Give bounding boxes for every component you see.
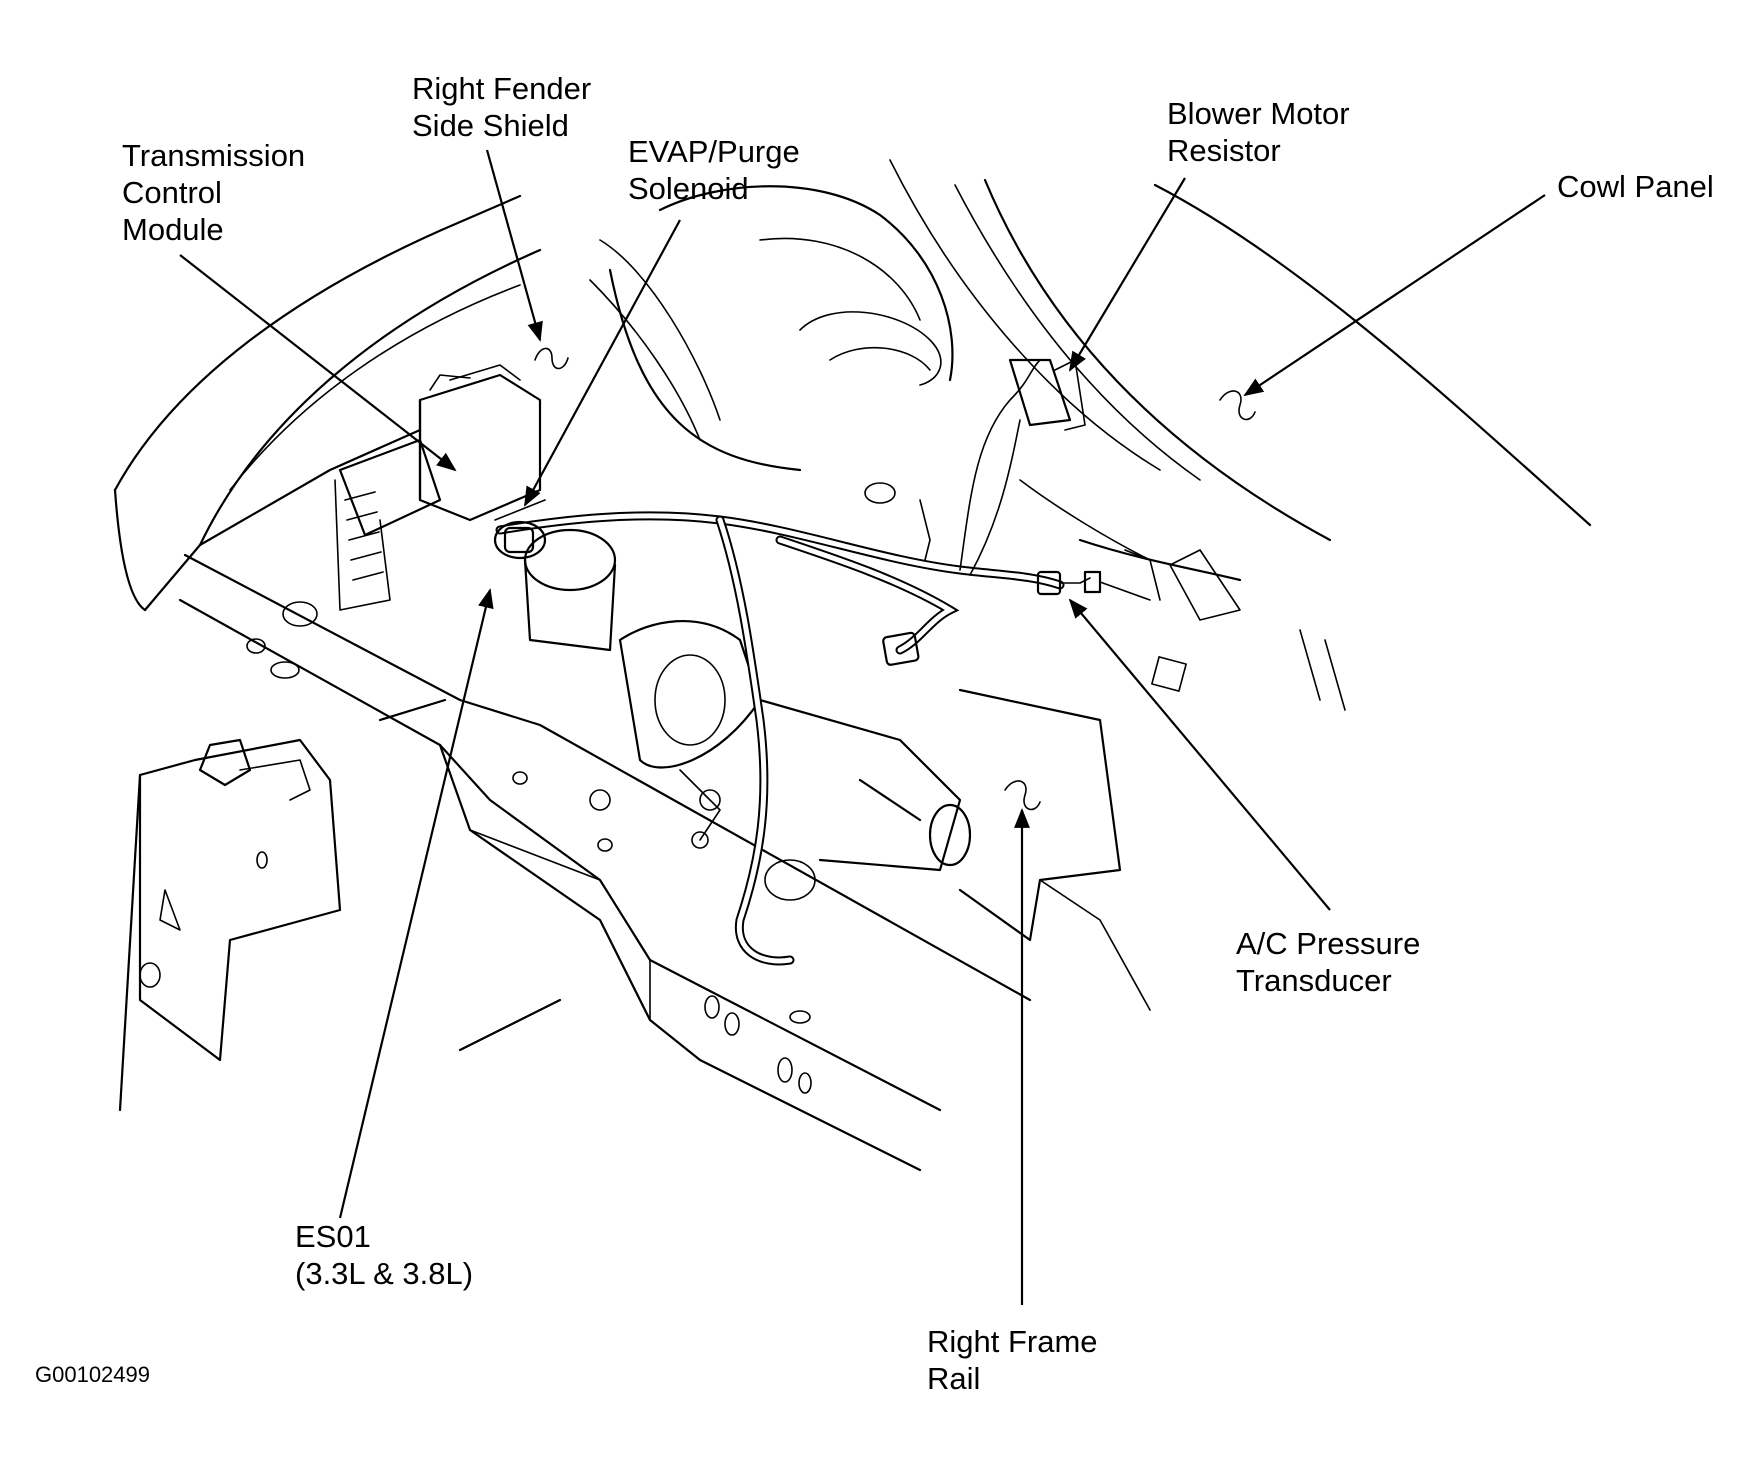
leader-blower-motor-resistor — [1068, 177, 1186, 372]
leader-ac-pressure-transducer — [1068, 598, 1331, 911]
strut-tower — [658, 185, 954, 504]
label-transmission-control-module: Transmission Control Module — [122, 137, 305, 248]
wiring-harness — [495, 358, 1161, 966]
label-right-frame-rail: Right Frame Rail — [927, 1323, 1098, 1397]
cowl-panel-shape — [889, 159, 1592, 711]
label-line: Right Fender — [412, 71, 592, 106]
label-right-fender-side-shield: Right Fender Side Shield — [412, 70, 591, 144]
frame-rail-shape — [178, 553, 1032, 1172]
label-line: Control — [122, 175, 222, 210]
transmission-control-module-shape — [334, 364, 542, 611]
leader-right-fender-side-shield — [485, 149, 543, 342]
leader-lines — [179, 149, 1546, 1305]
surface-markers — [534, 347, 1256, 811]
label-line: A/C Pressure — [1236, 926, 1421, 961]
label-line: Module — [122, 212, 224, 247]
label-line: Transmission — [122, 138, 306, 173]
label-line: Blower Motor — [1167, 96, 1350, 131]
label-line: Cowl Panel — [1557, 169, 1714, 204]
label-blower-motor-resistor: Blower Motor Resistor — [1167, 95, 1350, 169]
label-line: Transducer — [1236, 963, 1392, 998]
label-line: Right Frame — [927, 1324, 1098, 1359]
label-line: ES01 — [295, 1219, 371, 1254]
leader-cowl-panel — [1243, 194, 1546, 397]
label-line: Resistor — [1167, 133, 1281, 168]
label-line: Rail — [927, 1361, 981, 1396]
fender-sheet-metal — [113, 194, 802, 612]
leader-evap-purge-solenoid — [524, 219, 681, 507]
lower-bracket-shape — [118, 738, 562, 1112]
label-evap-purge-solenoid: EVAP/Purge Solenoid — [628, 133, 800, 207]
label-line: (3.3L & 3.8L) — [295, 1256, 474, 1291]
label-ac-pressure-transducer: A/C Pressure Transducer — [1236, 925, 1420, 999]
label-es01: ES01 (3.3L & 3.8L) — [295, 1218, 473, 1292]
label-line: Solenoid — [628, 171, 749, 206]
leader-transmission-control-module — [179, 254, 457, 472]
figure-id: G00102499 — [35, 1362, 150, 1387]
label-line: EVAP/Purge — [628, 134, 800, 169]
label-line: Side Shield — [412, 108, 569, 143]
leader-es01 — [338, 588, 494, 1219]
label-cowl-panel: Cowl Panel — [1557, 168, 1714, 205]
